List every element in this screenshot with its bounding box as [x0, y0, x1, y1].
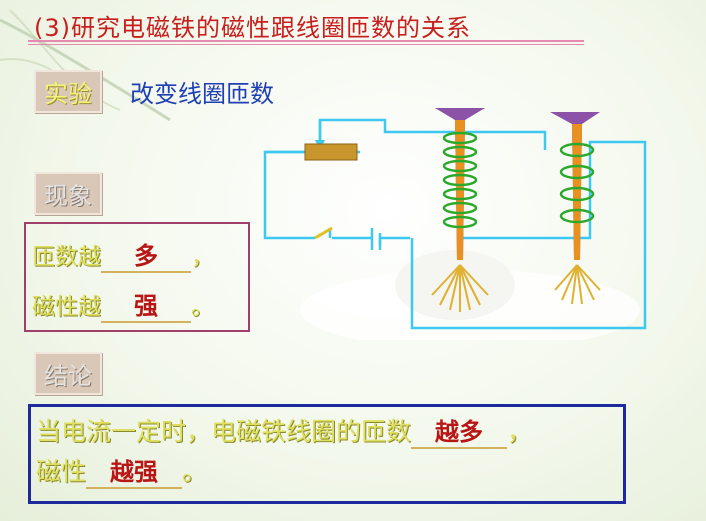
title-underline: [28, 40, 584, 42]
conclusion-answer-1: 越多: [435, 418, 484, 446]
conclusion-line1-suffix: ，: [507, 417, 533, 446]
title-underline-2: [28, 44, 584, 45]
conclusion-label: 结论: [34, 352, 102, 395]
row1-suffix: ，: [191, 244, 214, 270]
conclusion-line-2: 磁性越强。: [36, 452, 207, 489]
row2-answer: 强: [134, 292, 158, 320]
conclusion-box: [28, 404, 626, 504]
phenomenon-label: 现象: [34, 172, 102, 215]
row1-prefix: 匝数越: [32, 244, 101, 270]
conclusion-line1-prefix: 当电流一定时，电磁铁线圈的匝数: [36, 417, 412, 446]
row1-answer: 多: [134, 242, 158, 270]
phenomenon-box: [24, 222, 250, 332]
page-title: (3)研究电磁铁的磁性跟线圈匝数的关系: [34, 14, 471, 42]
circuit-diagram: [263, 108, 647, 340]
row1-blank: 多: [101, 236, 191, 273]
conclusion-blank-2: 越强: [86, 452, 183, 489]
conclusion-blank-1: 越多: [411, 412, 508, 449]
conclusion-line2-prefix: 磁性: [36, 457, 87, 486]
conclusion-line-1: 当电流一定时，电磁铁线圈的匝数越多 ，: [36, 412, 532, 449]
phenomenon-row-turns: 匝数越 多 ，: [32, 236, 214, 273]
row2-blank: 强: [101, 286, 191, 323]
switch-icon: [314, 226, 333, 240]
electromagnet-many-turns-icon: [431, 108, 489, 312]
conclusion-line2-suffix: 。: [182, 457, 208, 486]
row2-suffix: 。: [191, 294, 214, 320]
experiment-label: 实验: [34, 70, 102, 113]
row2-prefix: 磁性越: [32, 294, 101, 320]
phenomenon-row-magnetism: 磁性越 强 。: [32, 286, 214, 323]
experiment-text: 改变线圈匝数: [130, 80, 274, 108]
conclusion-answer-2: 越强: [110, 458, 159, 486]
electromagnet-few-turns-icon: [550, 112, 601, 305]
rheostat-icon: [304, 143, 358, 161]
